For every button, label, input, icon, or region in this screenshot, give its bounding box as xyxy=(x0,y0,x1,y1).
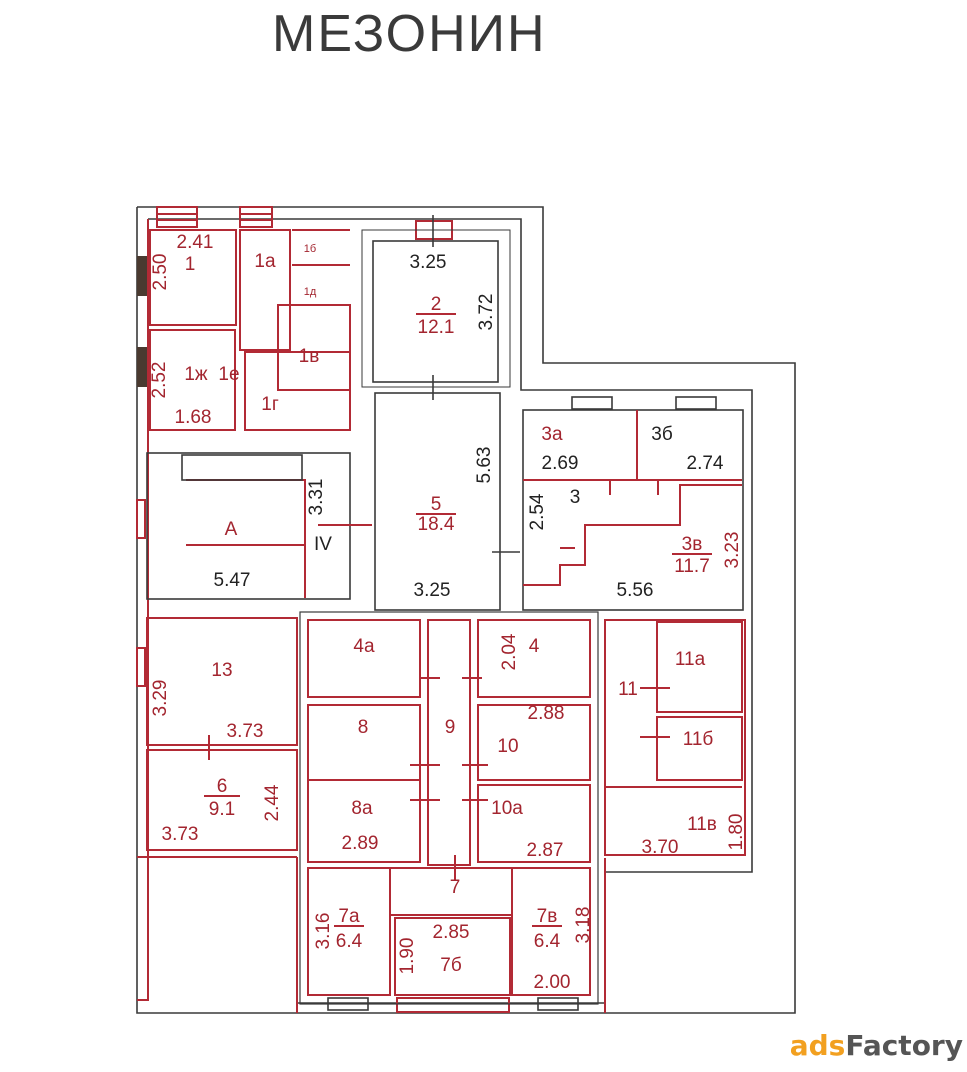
room-label: 11б xyxy=(683,729,714,750)
room-label: 2 xyxy=(431,294,442,315)
room-label: 1е xyxy=(218,364,239,385)
room-label: 7а xyxy=(338,906,360,927)
room-label: 1г xyxy=(261,394,279,415)
room-label: 5 xyxy=(431,494,442,515)
watermark-part2: Factory xyxy=(845,1029,963,1062)
outer-walls xyxy=(136,206,796,1014)
room-1: 2.41 1 2.50 xyxy=(150,232,213,290)
room-area: 12.1 xyxy=(418,317,455,338)
dim: 2.85 xyxy=(433,922,470,943)
room-walls xyxy=(137,229,746,1013)
watermark-logo: adsFactory xyxy=(790,1029,963,1062)
room-label: 3а xyxy=(541,424,563,445)
dim: 3.23 xyxy=(722,532,743,569)
dim: 3.70 xyxy=(642,837,679,858)
room-label: 13 xyxy=(211,660,232,681)
dim: 2.52 xyxy=(149,362,170,399)
room-label: A xyxy=(225,519,238,540)
watermark-part1: ads xyxy=(789,1029,846,1062)
dim: 1.68 xyxy=(175,407,212,428)
dim: 2.74 xyxy=(687,453,724,474)
room-label: 1ж xyxy=(184,364,208,385)
dim: 3.25 xyxy=(410,252,447,273)
dim: 2.00 xyxy=(534,972,571,993)
room-label: 6 xyxy=(217,776,228,797)
room-area: 6.4 xyxy=(336,931,363,952)
room-area: 18.4 xyxy=(418,514,455,535)
room-label: 9 xyxy=(445,717,456,738)
room-label: 11а xyxy=(675,649,706,670)
dim: 3.16 xyxy=(313,913,334,950)
room-label: 1б xyxy=(304,243,316,255)
room-area: 11.7 xyxy=(674,556,710,577)
room-label: 8 xyxy=(358,717,369,738)
door-marks xyxy=(208,215,670,880)
room-label: 10 xyxy=(497,736,518,757)
room-label: 3в xyxy=(682,534,703,555)
dim: 2.88 xyxy=(528,703,565,724)
dim: 3.72 xyxy=(476,294,497,331)
dim: 3.18 xyxy=(573,907,594,944)
dim: 2.69 xyxy=(542,453,579,474)
dim: 1.90 xyxy=(397,938,418,975)
dim: 2.54 xyxy=(527,493,548,530)
plan-title: МЕЗОНИН xyxy=(272,5,547,63)
room-area: 9.1 xyxy=(209,799,235,820)
room-label: 1а xyxy=(254,251,276,272)
room-label: 11 xyxy=(618,679,638,700)
dim: 5.63 xyxy=(474,447,495,484)
dim: 2.50 xyxy=(150,254,171,291)
dim: 2.87 xyxy=(527,840,564,861)
dim: 2.41 xyxy=(177,232,214,253)
room-label: 3б xyxy=(651,424,673,445)
room-label: 3 xyxy=(570,487,581,508)
dim: 3.29 xyxy=(150,680,171,717)
dim: 5.56 xyxy=(617,580,654,601)
dim: 2.44 xyxy=(262,784,283,821)
room-label: 4 xyxy=(529,636,540,657)
room-area: 6.4 xyxy=(534,931,561,952)
section-label: IV xyxy=(314,534,332,555)
dim: 5.47 xyxy=(214,570,251,591)
dim: 3.73 xyxy=(227,721,264,742)
dim: 2.04 xyxy=(499,633,520,670)
dim: 3.25 xyxy=(414,580,451,601)
room-label: 11в xyxy=(687,814,717,835)
room-label: 7 xyxy=(450,877,461,898)
dim: 2.89 xyxy=(342,833,379,854)
dim: 1.80 xyxy=(726,814,747,851)
room-label: 10а xyxy=(491,798,523,819)
dim: 3.73 xyxy=(162,824,199,845)
room-label: 7б xyxy=(440,955,462,976)
room-label: 1в xyxy=(299,346,320,367)
room-label: 4а xyxy=(353,636,375,657)
room-label: 1д xyxy=(304,286,317,298)
room-label: 7в xyxy=(537,906,558,927)
room-label: 8а xyxy=(351,798,373,819)
dim: 3.31 xyxy=(306,479,327,516)
room-label: 1 xyxy=(185,254,196,275)
